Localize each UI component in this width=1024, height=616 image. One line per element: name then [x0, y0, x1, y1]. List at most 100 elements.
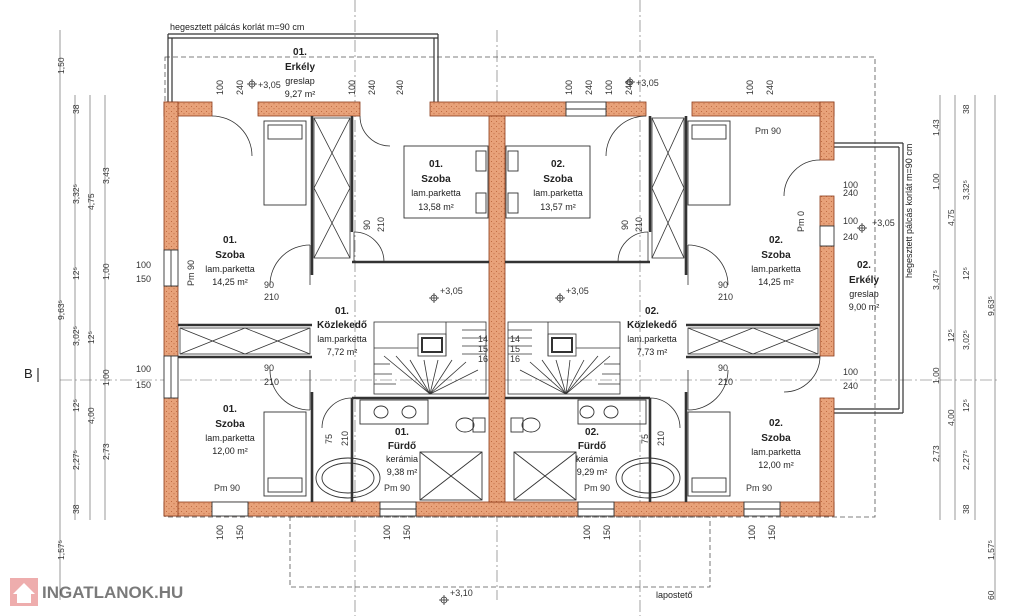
svg-text:02.: 02. [645, 306, 659, 317]
house-icon [10, 578, 38, 606]
room-label-01-furdo: 01. Fürdő kerámia 9,38 m² [386, 427, 418, 477]
svg-text:210: 210 [340, 431, 350, 446]
svg-text:12⁵: 12⁵ [961, 399, 971, 412]
svg-text:210: 210 [264, 377, 279, 387]
right-balcony-railing [834, 142, 904, 414]
svg-text:02.: 02. [857, 260, 871, 271]
svg-text:100: 100 [215, 80, 225, 95]
svg-text:01.: 01. [335, 306, 349, 317]
svg-text:Pm 90: Pm 90 [746, 483, 772, 493]
svg-text:01.: 01. [223, 404, 237, 415]
svg-text:1,00: 1,00 [931, 367, 941, 384]
svg-text:3,32⁵: 3,32⁵ [71, 184, 81, 204]
svg-text:90: 90 [620, 220, 630, 230]
svg-text:greslap: greslap [849, 289, 879, 299]
right-dimension-chains [939, 95, 996, 600]
svg-text:9,29 m²: 9,29 m² [577, 467, 608, 477]
svg-text:Pm 90: Pm 90 [186, 260, 196, 286]
svg-text:Pm 90: Pm 90 [384, 483, 410, 493]
svg-text:90: 90 [264, 280, 274, 290]
svg-text:90: 90 [264, 363, 274, 373]
svg-text:210: 210 [718, 377, 733, 387]
svg-text:16: 16 [510, 354, 520, 364]
svg-text:01.: 01. [395, 427, 409, 438]
svg-text:+3,05: +3,05 [636, 78, 659, 88]
svg-text:12⁵: 12⁵ [961, 267, 971, 280]
svg-text:100: 100 [382, 525, 392, 540]
svg-text:100: 100 [136, 260, 151, 270]
svg-text:+3,05: +3,05 [258, 80, 281, 90]
svg-text:lam.parketta: lam.parketta [411, 188, 461, 198]
svg-text:100: 100 [215, 525, 225, 540]
svg-text:90: 90 [718, 363, 728, 373]
svg-text:Pm 90: Pm 90 [584, 483, 610, 493]
svg-text:2,73: 2,73 [931, 445, 941, 462]
svg-text:3,02⁵: 3,02⁵ [961, 330, 971, 350]
svg-text:lam.parketta: lam.parketta [317, 334, 367, 344]
svg-text:100: 100 [843, 180, 858, 190]
svg-text:1,00: 1,00 [101, 263, 111, 280]
svg-text:150: 150 [235, 525, 245, 540]
svg-text:240: 240 [765, 80, 775, 95]
svg-text:01.: 01. [223, 235, 237, 246]
svg-text:150: 150 [402, 525, 412, 540]
svg-text:Szoba: Szoba [543, 174, 573, 185]
interior-walls [178, 116, 820, 502]
svg-text:lam.parketta: lam.parketta [627, 334, 677, 344]
svg-text:240: 240 [843, 188, 858, 198]
svg-text:lam.parketta: lam.parketta [751, 447, 801, 457]
svg-text:150: 150 [136, 274, 151, 284]
svg-text:Fürdő: Fürdő [388, 441, 416, 452]
svg-text:+3,10: +3,10 [450, 588, 473, 598]
svg-text:12,00 m²: 12,00 m² [758, 460, 794, 470]
svg-text:02.: 02. [551, 159, 565, 170]
svg-text:Szoba: Szoba [215, 250, 245, 261]
svg-text:02.: 02. [769, 235, 783, 246]
room-label-02-szoba-br: 02. Szoba lam.parketta 12,00 m² [751, 418, 801, 470]
svg-text:4,00: 4,00 [86, 407, 96, 424]
room-label-01-szoba-top: 01. Szoba lam.parketta 13,58 m² [411, 159, 461, 212]
svg-text:4,75: 4,75 [86, 193, 96, 210]
svg-text:Szoba: Szoba [761, 250, 791, 261]
top-balcony-railing [167, 33, 439, 103]
svg-text:240: 240 [843, 232, 858, 242]
svg-text:4,00: 4,00 [946, 409, 956, 426]
svg-text:1,50: 1,50 [56, 57, 66, 74]
svg-text:12⁵: 12⁵ [71, 267, 81, 280]
svg-text:13,57 m²: 13,57 m² [540, 202, 576, 212]
svg-text:lam.parketta: lam.parketta [533, 188, 583, 198]
svg-text:2,27⁵: 2,27⁵ [71, 450, 81, 470]
svg-text:Szoba: Szoba [421, 174, 451, 185]
svg-text:3,32⁵: 3,32⁵ [961, 180, 971, 200]
svg-text:2,27⁵: 2,27⁵ [961, 450, 971, 470]
room-label-02-szoba-right: 02. Szoba lam.parketta 14,25 m² [751, 235, 801, 287]
room-label-02-szoba-top: 02. Szoba lam.parketta 13,57 m² [533, 159, 583, 212]
svg-text:12⁵: 12⁵ [71, 399, 81, 412]
svg-text:240: 240 [395, 80, 405, 95]
svg-text:9,63⁵: 9,63⁵ [986, 296, 996, 316]
svg-text:3,47⁵: 3,47⁵ [931, 270, 941, 290]
svg-text:100: 100 [582, 525, 592, 540]
svg-text:14,25 m²: 14,25 m² [758, 277, 794, 287]
svg-text:3,02⁵: 3,02⁵ [71, 326, 81, 346]
doors [211, 115, 821, 429]
svg-text:1,43: 1,43 [931, 119, 941, 136]
svg-text:kerámia: kerámia [576, 454, 608, 464]
svg-text:150: 150 [136, 380, 151, 390]
svg-text:15: 15 [478, 344, 488, 354]
room-label-02-kozlekedo: 02. Közlekedő lam.parketta 7,73 m² [627, 306, 677, 357]
svg-text:38: 38 [961, 504, 971, 514]
svg-text:38: 38 [961, 104, 971, 114]
svg-text:+3,05: +3,05 [440, 286, 463, 296]
windows [163, 101, 835, 517]
flat-roof-label: lapostető [656, 590, 693, 600]
svg-text:210: 210 [718, 292, 733, 302]
bathroom-fixtures [315, 399, 681, 501]
left-dimension-chains [59, 30, 106, 600]
svg-text:150: 150 [767, 525, 777, 540]
wardrobes [179, 117, 819, 355]
svg-text:Közlekedő: Közlekedő [627, 320, 677, 331]
svg-text:240: 240 [624, 80, 634, 95]
stair-numbers-right: 14 15 16 [510, 334, 520, 364]
